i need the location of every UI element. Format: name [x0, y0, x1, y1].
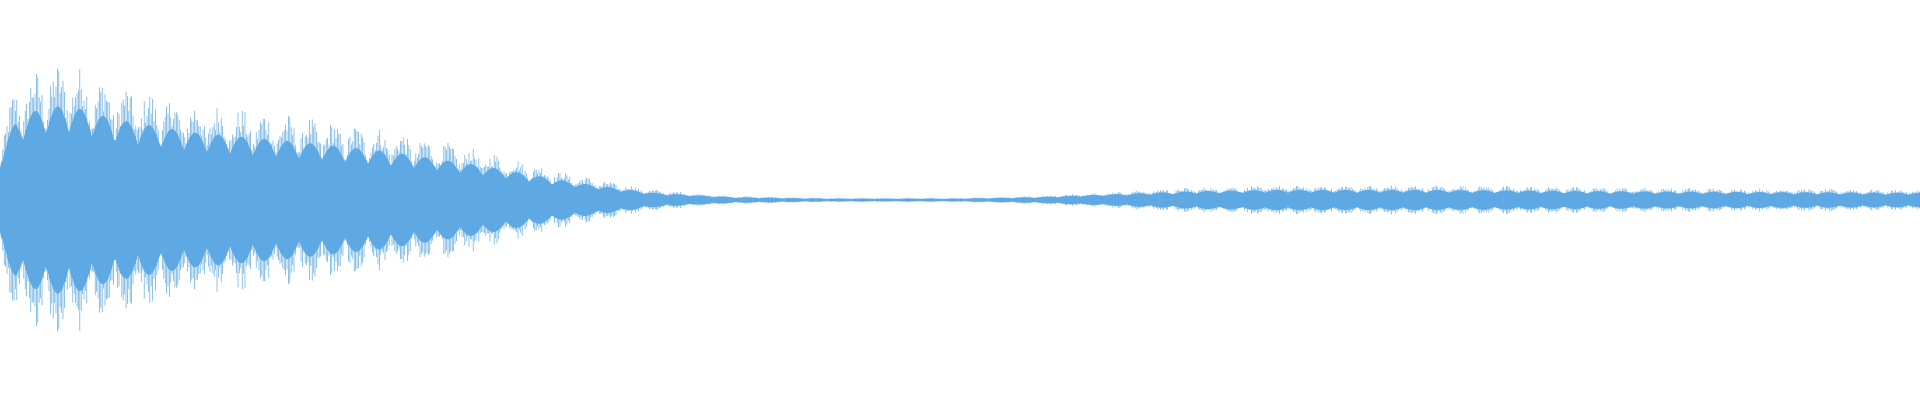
waveform-bars [0, 68, 1920, 332]
